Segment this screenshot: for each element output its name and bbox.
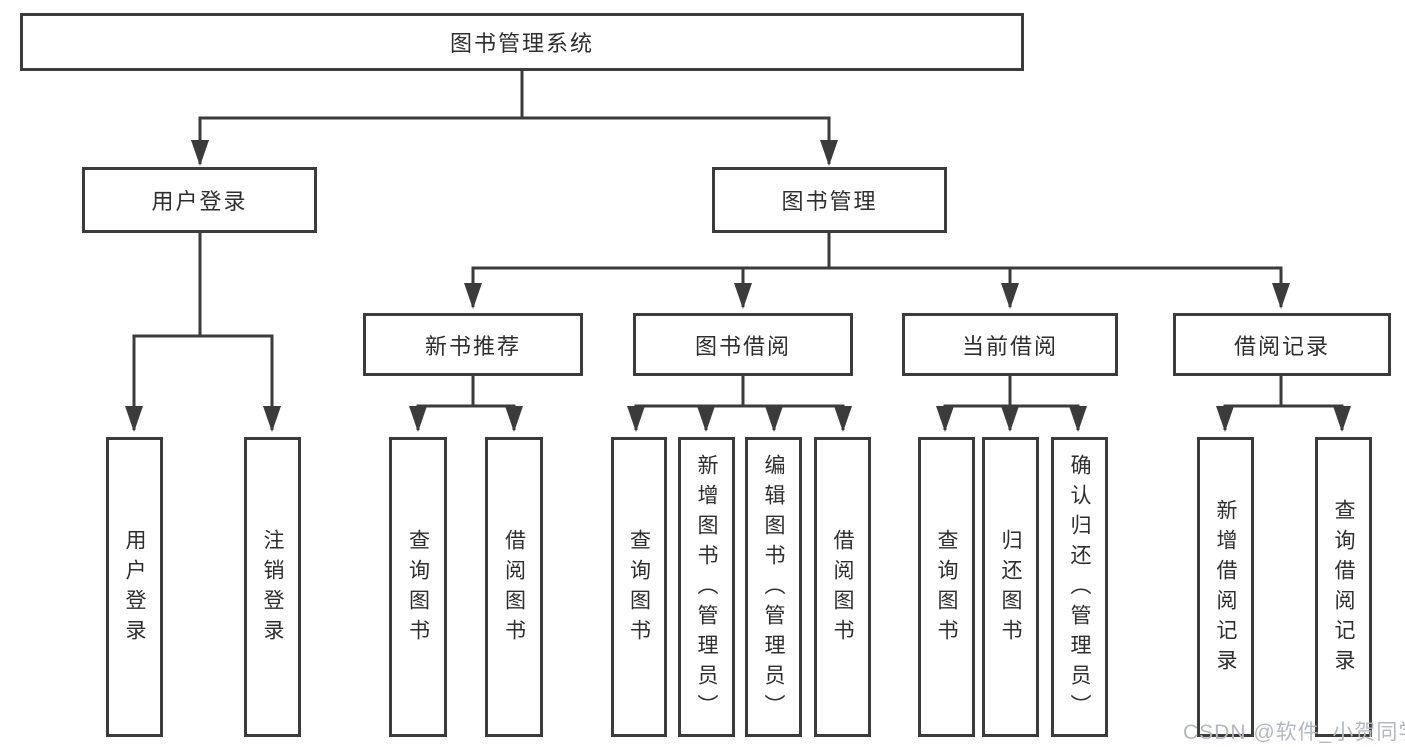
leaf-return-books: 归还图书 [982,437,1039,737]
leaf-add-books-admin: 新增图书（管理员） [678,437,735,737]
leaf-query-borrow-record: 查询借阅记录 [1315,437,1372,737]
leaf-edit-books-admin: 编辑图书（管理员） [745,437,802,737]
leaf-query-books-borrow: 查询图书 [611,437,667,737]
node-book-borrow: 图书借阅 [633,313,853,376]
leaf-borrow-books-recommend: 借阅图书 [485,437,543,737]
node-root-system: 图书管理系统 [20,13,1024,71]
leaf-confirm-return-admin: 确认归还（管理员） [1051,437,1108,737]
node-current-borrow: 当前借阅 [902,313,1118,376]
node-new-book-recommend: 新书推荐 [363,313,583,376]
node-book-management: 图书管理 [712,167,947,233]
leaf-query-books-recommend: 查询图书 [389,437,447,737]
leaf-query-books-current: 查询图书 [918,437,975,737]
csdn-watermark: CSDN @软件_小贺同学 [1183,721,1405,744]
node-user-login: 用户登录 [82,167,317,233]
leaf-user-login: 用户登录 [106,437,163,737]
node-borrow-records: 借阅记录 [1173,313,1391,376]
leaf-logout: 注销登录 [244,437,301,737]
leaf-add-borrow-record: 新增借阅记录 [1197,437,1254,737]
leaf-borrow-books: 借阅图书 [814,437,871,737]
